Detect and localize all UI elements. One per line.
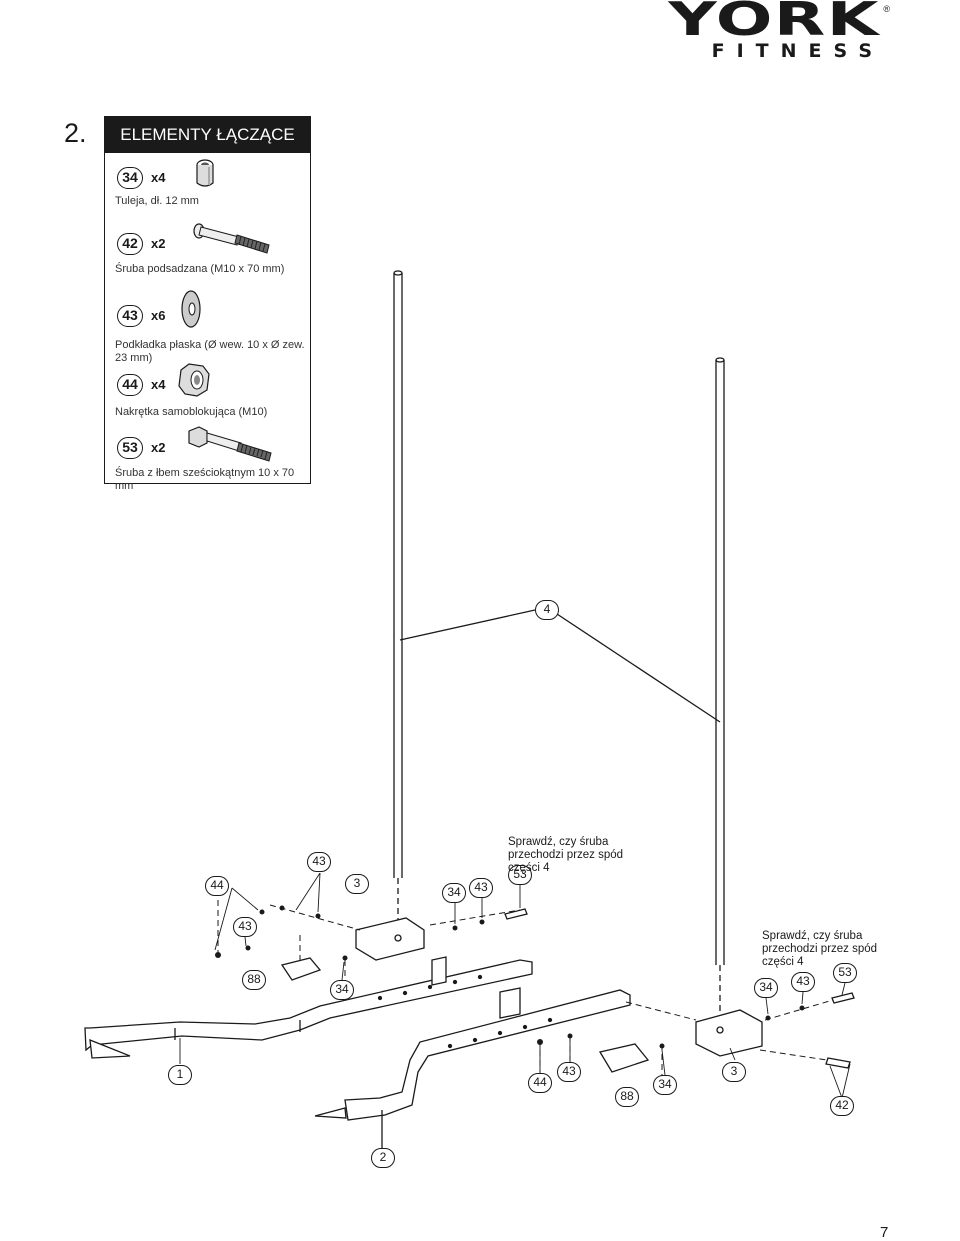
part-quantity: x4 <box>151 377 166 392</box>
callout-part-43: 43 <box>307 852 331 872</box>
sleeve-icon <box>196 159 214 187</box>
callout-part-3: 3 <box>345 874 369 894</box>
upright-tube-left <box>393 270 403 935</box>
callout-part-53: 53 <box>833 963 857 983</box>
part-item-43: 43 x6 Podkładka płaska (Ø wew. 10 x Ø ze… <box>105 290 310 364</box>
part-item-42: 42 x2 Śruba podsadzana (M10 x 70 mm) <box>105 223 310 281</box>
callout-part-34: 34 <box>442 883 466 903</box>
part-number: 53 <box>117 437 143 459</box>
callout-part-88: 88 <box>615 1087 639 1107</box>
callout-part-44: 44 <box>528 1073 552 1093</box>
bracket-3-right <box>695 1009 763 1057</box>
hex-bolt-icon <box>188 426 272 462</box>
part-quantity: x2 <box>151 440 166 455</box>
section-number: 2. <box>64 118 87 148</box>
callout-part-34: 34 <box>754 978 778 998</box>
washer-icon <box>181 290 201 328</box>
parts-list-box: ELEMENTY ŁĄCZĄCE 34 x4 Tuleja, dł. 12 mm… <box>104 116 311 492</box>
york-fitness-logo: YORK ® FITNESS <box>650 0 890 64</box>
callout-part-88: 88 <box>242 970 266 990</box>
part-number: 34 <box>117 167 143 189</box>
callout-part-42: 42 <box>830 1096 854 1116</box>
callout-part-44: 44 <box>205 876 229 896</box>
callout-part-2: 2 <box>371 1148 395 1168</box>
base-frame-2 <box>314 989 631 1148</box>
callout-part-53: 53 <box>508 865 532 885</box>
parts-list-title: ELEMENTY ŁĄCZĄCE <box>105 117 310 153</box>
assembly-note: Sprawdź, czy śruba przechodzi przez spód… <box>508 836 624 874</box>
part-description: Śruba z łbem sześciokątnym 10 x 70 mm <box>115 467 295 492</box>
logo-york-text: YORK <box>668 0 880 46</box>
part-quantity: x2 <box>151 236 166 251</box>
part-number: 42 <box>117 233 143 255</box>
part-number: 43 <box>117 305 143 327</box>
page-number: 7 <box>880 1224 889 1241</box>
part-description: Śruba podsadzana (M10 x 70 mm) <box>115 263 285 275</box>
nut-icon <box>178 363 210 397</box>
registered-mark: ® <box>883 4 890 14</box>
callout-part-34: 34 <box>330 980 354 1000</box>
part-number: 44 <box>117 374 143 396</box>
part-quantity: x6 <box>151 308 166 323</box>
bracket-3-left <box>355 917 425 961</box>
upright-tube-right <box>715 357 725 1020</box>
assembly-note: Sprawdź, czy śruba przechodzi przez spód… <box>762 930 878 968</box>
callout-part-4: 4 <box>535 600 559 620</box>
part-description: Nakrętka samoblokująca (M10) <box>115 406 268 418</box>
part-quantity: x4 <box>151 170 166 185</box>
part-description: Tuleja, dł. 12 mm <box>115 195 199 207</box>
part-item-44: 44 x4 Nakrętka samoblokująca (M10) <box>105 363 310 422</box>
logo-fitness-text: FITNESS <box>711 40 884 62</box>
part-item-34: 34 x4 Tuleja, dł. 12 mm <box>105 159 310 215</box>
callout-part-43: 43 <box>557 1062 581 1082</box>
callout-part-43: 43 <box>233 917 257 937</box>
callout-part-43: 43 <box>469 878 493 898</box>
part-item-53: 53 x2 Śruba z łbem sześciokątnym 10 x 70… <box>105 426 310 492</box>
callout-part-34: 34 <box>653 1075 677 1095</box>
part-description: Podkładka płaska (Ø wew. 10 x Ø zew. 23 … <box>115 339 305 364</box>
callout-part-1: 1 <box>168 1065 192 1085</box>
base-frame-1 <box>84 959 533 1059</box>
shoulder-bolt-icon <box>193 223 270 254</box>
callout-part-43: 43 <box>791 972 815 992</box>
callout-part-3: 3 <box>722 1062 746 1082</box>
